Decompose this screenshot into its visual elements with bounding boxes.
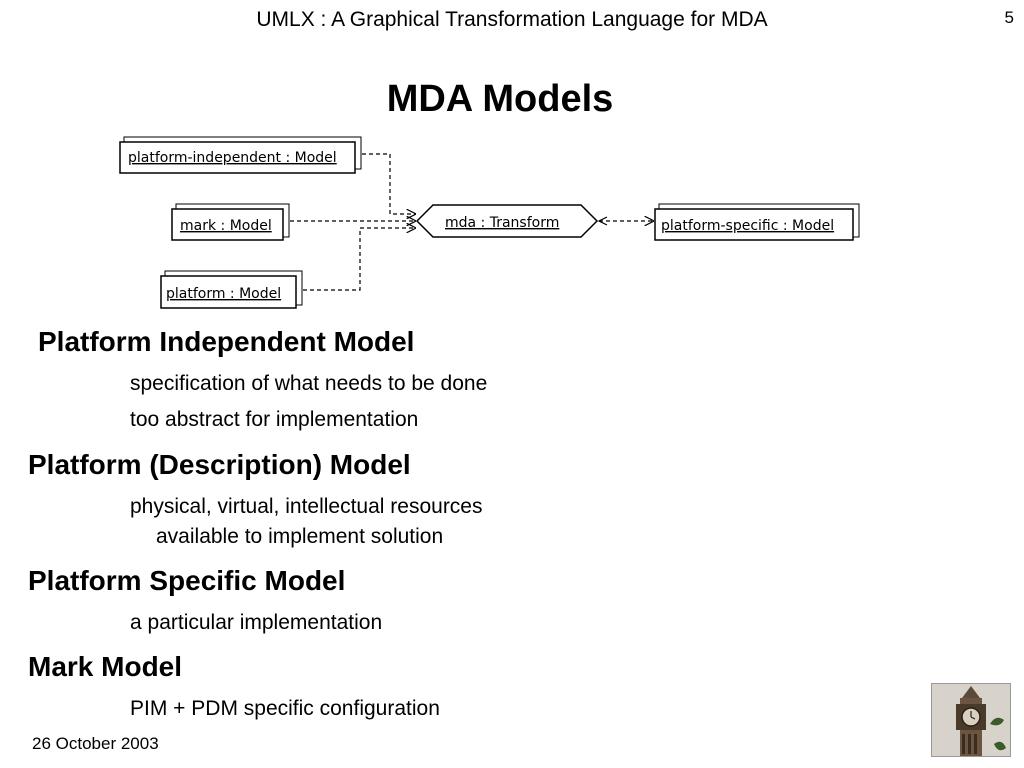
psm-line-1: a particular implementation [130,611,383,634]
platform-model-box: platform : Model [160,270,303,309]
mark-model-box: mark : Model [171,203,290,241]
psm-model-box: platform-specific : Model [654,203,860,241]
mark-model-label: mark : Model [180,218,272,234]
heading-pim: Platform Independent Model [38,326,415,357]
psm-model-label: platform-specific : Model [661,218,834,234]
pim-line-2: too abstract for implementation [130,408,419,431]
pdm-line-2-text: available to implement solution [156,525,444,548]
heading-pdm: Platform (Description) Model [28,449,411,480]
heading-psm: Platform Specific Model [28,565,346,596]
connector-platform-transform [303,228,415,291]
transform-label: mda : Transform [445,215,559,231]
pim-line-1: specification of what needs to be done [130,372,488,395]
connector-pim-transform [362,153,415,214]
heading-mark: Mark Model [28,651,183,682]
pim-model-box: platform-independent : Model [119,136,362,174]
pim-model-label: platform-independent : Model [128,150,337,166]
mda-diagram: platform-independent : Model mark : Mode… [119,136,860,309]
transform-node: mda : Transform [415,204,599,238]
pdm-line-1: physical, virtual, intellectual resource… [130,495,483,518]
slide-title: MDA Models [386,78,614,120]
pdm-line-2: available to implement solution [130,522,443,552]
mark-line-1: PIM + PDM specific configuration [130,697,440,720]
header-title: UMLX : A Graphical Transformation Langua… [256,8,768,31]
clock-tower-icon [931,683,1011,757]
footer-date: 26 October 2003 [32,734,159,753]
slide-number: 5 [1004,8,1014,27]
platform-model-label: platform : Model [166,286,281,302]
connector-transform-psm [597,217,653,225]
